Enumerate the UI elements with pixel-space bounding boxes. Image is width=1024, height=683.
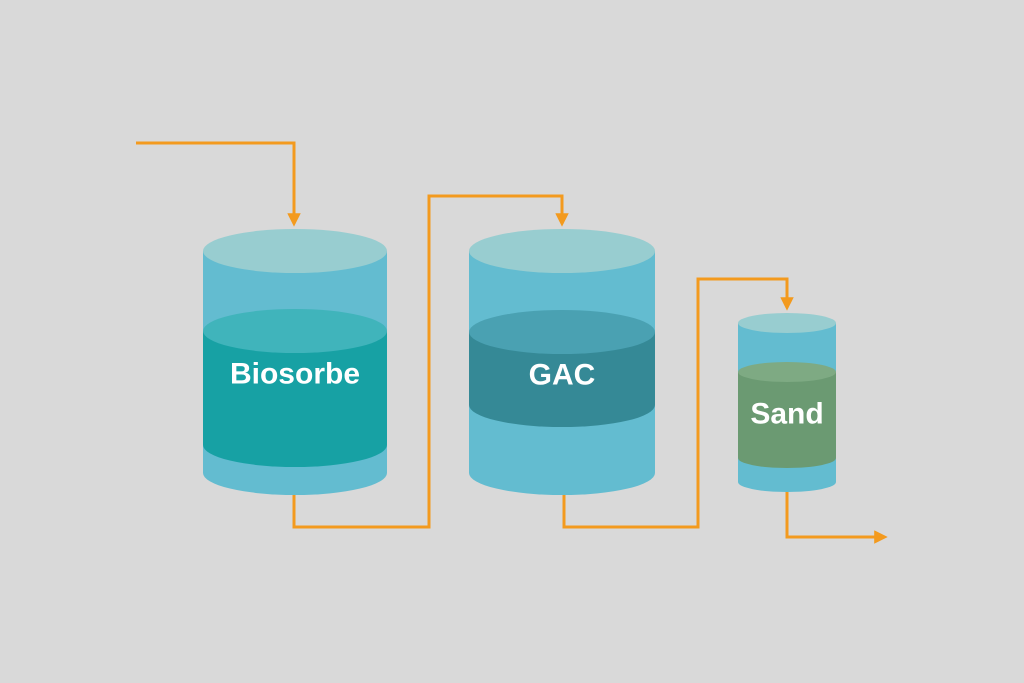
media-band xyxy=(738,372,836,468)
stage-label-gac: GAC xyxy=(529,359,596,392)
tank-sand: Sand xyxy=(738,313,836,492)
pipes xyxy=(136,141,888,544)
media-top xyxy=(738,362,836,382)
pipe-biosorbe-to-gac xyxy=(292,194,569,529)
tank-top xyxy=(203,229,387,273)
media-top xyxy=(469,310,655,354)
pipe-gac-to-sand xyxy=(562,277,794,529)
tank-biosorbe: Biosorbe xyxy=(203,229,387,495)
stage-label-sand: Sand xyxy=(750,398,823,431)
tank-top xyxy=(469,229,655,273)
media-band xyxy=(469,332,655,427)
tank-gac: GAC xyxy=(469,229,655,495)
media-band xyxy=(203,331,387,467)
media-top xyxy=(203,309,387,353)
stage-label-biosorbe: Biosorbe xyxy=(230,358,360,391)
inlet-pipe xyxy=(136,141,301,227)
outlet-pipe xyxy=(785,490,888,544)
tank-top xyxy=(738,313,836,333)
